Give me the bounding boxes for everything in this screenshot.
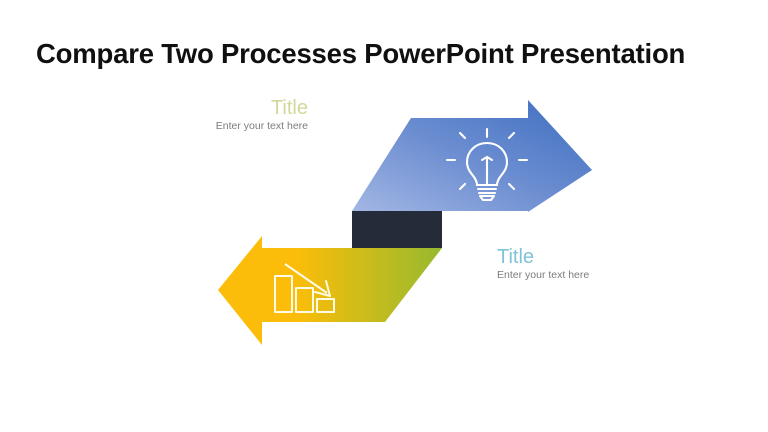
declining-bar-chart-icon [274,263,335,313]
center-connector [352,211,442,248]
arrow-blue[interactable] [352,100,592,212]
arrow-blue-shape[interactable] [352,100,592,212]
label-bottom-subtitle: Enter your text here [497,269,590,281]
label-bottom-title: Title [497,246,535,268]
label-top-subtitle: Enter your text here [215,120,308,132]
lightbulb-icon [445,127,529,202]
arrow-yellow-shape[interactable] [218,236,442,345]
arrow-yellow[interactable] [218,236,442,345]
label-top[interactable]: Title Enter your text here [188,97,308,133]
label-bottom[interactable]: Title Enter your text here [497,246,657,282]
page-title: Compare Two Processes PowerPoint Present… [36,38,686,69]
label-top-title: Title [270,97,308,119]
